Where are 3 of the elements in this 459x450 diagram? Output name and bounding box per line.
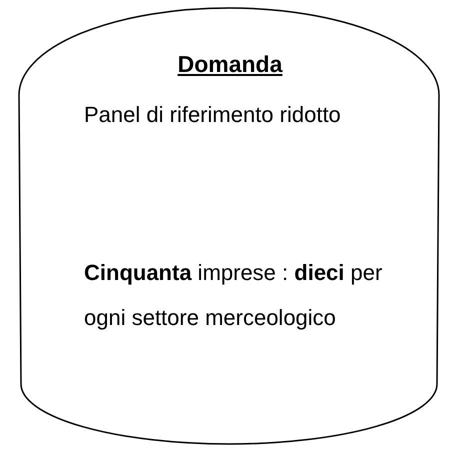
description: Cinquanta imprese : dieci per ogni settore merceologico xyxy=(84,259,384,332)
description: Panel di riferimento ridotto xyxy=(84,101,342,129)
heading: Domanda xyxy=(176,50,284,78)
